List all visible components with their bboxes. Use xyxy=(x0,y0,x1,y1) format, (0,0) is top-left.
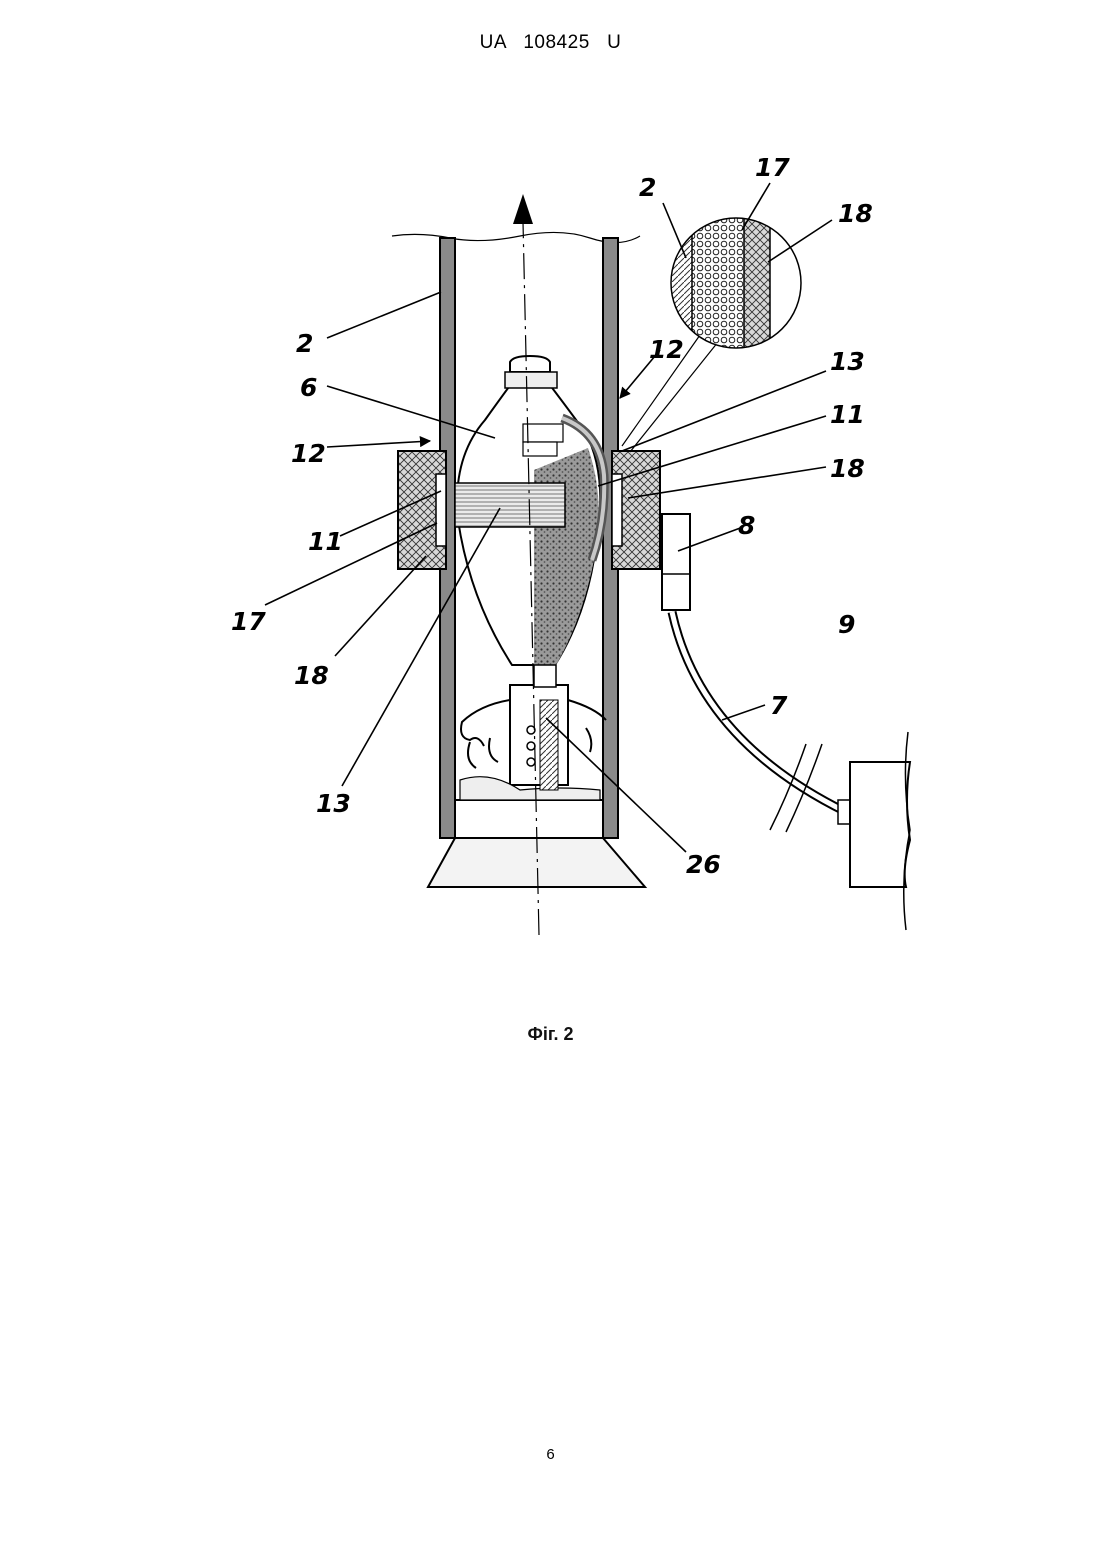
neck-band xyxy=(523,424,563,442)
page-number: 6 xyxy=(0,1446,1101,1463)
magnet-left xyxy=(436,474,446,546)
label-zoom-pipe: 2 xyxy=(639,173,656,202)
top-nozzle xyxy=(510,356,550,372)
flow-arrow-head xyxy=(513,194,533,224)
hole-2 xyxy=(527,742,535,750)
label-arrow-12-right: 12 xyxy=(649,335,684,364)
label-ring-13-left: 13 xyxy=(316,789,351,818)
label-ring-13-right: 13 xyxy=(830,347,865,376)
sensor-box xyxy=(662,514,690,610)
label-insul-18-left: 18 xyxy=(294,661,329,690)
working-ring xyxy=(455,483,565,527)
label-pipe-left: 2 xyxy=(296,329,313,358)
label-winding-17-left: 17 xyxy=(231,607,266,636)
neck-band-2 xyxy=(523,442,557,456)
top-collar xyxy=(505,372,557,388)
label-arrow-12-left: 12 xyxy=(291,439,326,468)
label-part-6: 6 xyxy=(300,373,317,402)
label-magnet-11-right: 11 xyxy=(830,400,865,429)
lower-nozzle xyxy=(510,685,568,785)
label-part-26: 26 xyxy=(686,850,721,879)
hole-3 xyxy=(527,758,535,766)
label-zoom-18: 18 xyxy=(838,199,873,228)
cable-plug xyxy=(838,800,850,824)
label-unit-9: 9 xyxy=(838,610,855,639)
magnet-right xyxy=(612,474,622,546)
label-magnet-11-left: 11 xyxy=(308,527,343,556)
perforated-tube xyxy=(540,700,558,790)
label-sensor-8: 8 xyxy=(738,511,755,540)
label-zoom-17: 17 xyxy=(755,153,790,182)
label-cable-7: 7 xyxy=(770,691,788,720)
control-unit xyxy=(850,762,910,887)
figure-caption: Фіг. 2 xyxy=(0,1024,1101,1045)
label-insul-18-right: 18 xyxy=(830,454,865,483)
cable xyxy=(672,612,846,812)
lower-collar xyxy=(534,665,556,687)
